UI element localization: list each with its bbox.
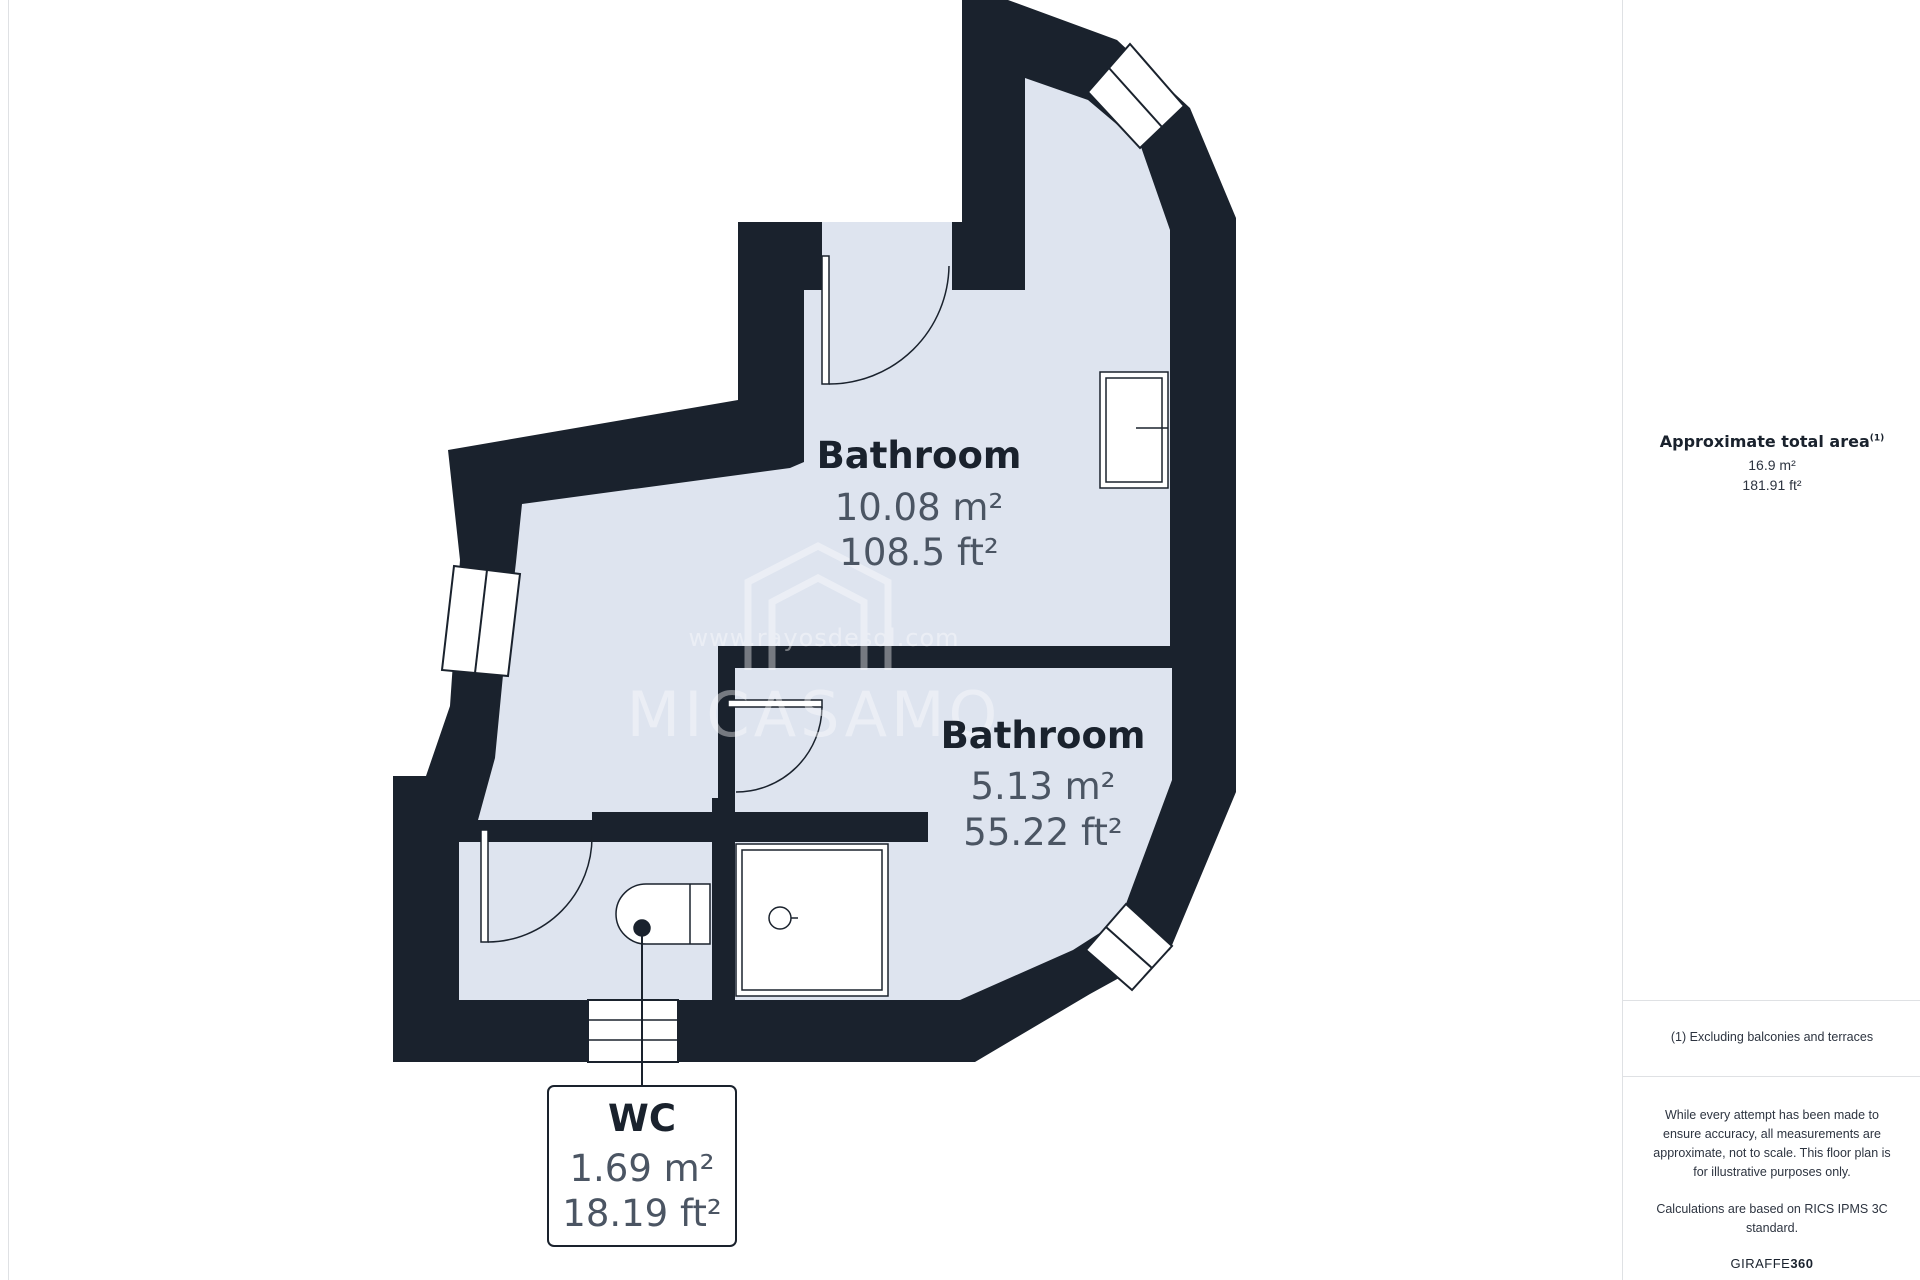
total-area-m2: 16.9 m² — [1748, 457, 1796, 473]
label-bathroom-small: Bathroom 5.13 m² 55.22 ft² — [941, 714, 1146, 854]
wall-bathroom-divider — [718, 646, 1172, 668]
watermark: www.rayosdesol.com MICASAMO — [627, 542, 1002, 751]
floor-wc — [459, 842, 712, 1000]
svg-text:1.69 m²: 1.69 m² — [569, 1147, 714, 1190]
svg-text:Bathroom: Bathroom — [941, 714, 1146, 757]
watermark-house-icon — [744, 542, 892, 670]
window-top-right — [1086, 42, 1186, 150]
floor-bathroom-large — [478, 78, 1170, 820]
total-area-block: Approximate total area(1) 16.9 m² 181.91… — [1623, 432, 1920, 493]
left-frame-line — [8, 0, 9, 1280]
door-small-bathroom — [727, 699, 823, 793]
svg-text:18.19 ft²: 18.19 ft² — [562, 1192, 721, 1235]
wall-wc-right — [712, 798, 735, 1000]
shower-tray — [735, 843, 889, 997]
svg-text:WC: WC — [608, 1097, 676, 1140]
svg-text:55.22 ft²: 55.22 ft² — [963, 811, 1122, 854]
total-area-footnote-mark: (1) — [1869, 433, 1885, 444]
svg-text:10.08 m²: 10.08 m² — [835, 486, 1004, 529]
watermark-brand: MICASAMO — [627, 678, 1002, 751]
floor-plan: www.rayosdesol.com MICASAMO Bathroom 10.… — [393, 0, 1236, 1247]
sink-fixture — [1099, 371, 1169, 489]
panel-divider-1 — [1623, 1000, 1920, 1001]
disclaimer-text: While every attempt has been made to ens… — [1653, 1108, 1891, 1179]
wc-callout-box — [547, 1085, 737, 1247]
door-wc — [480, 829, 593, 943]
label-wc: WC 1.69 m² 18.19 ft² — [562, 1097, 721, 1235]
window-bottom-right — [1084, 902, 1174, 992]
disclaimer: While every attempt has been made to ens… — [1647, 1106, 1897, 1256]
watermark-url: www.rayosdesol.com — [688, 624, 959, 652]
label-bathroom-large: Bathroom 10.08 m² 108.5 ft² — [817, 434, 1022, 574]
window-wc — [587, 999, 679, 1063]
svg-text:5.13 m²: 5.13 m² — [970, 765, 1115, 808]
total-area-ft2: 181.91 ft² — [1742, 477, 1802, 493]
panel-divider-2 — [1623, 1076, 1920, 1077]
footnote-text: (1) Excluding balconies and terraces — [1670, 1030, 1874, 1044]
svg-text:108.5 ft²: 108.5 ft² — [839, 531, 998, 574]
toilet-fixture — [615, 883, 711, 945]
total-area-title: Approximate total area(1) — [1659, 432, 1885, 451]
calculation-note: Calculations are based on RICS IPMS 3C s… — [1656, 1202, 1888, 1235]
wall-stub-divider — [718, 646, 735, 682]
svg-text:Bathroom: Bathroom — [817, 434, 1022, 477]
brand-logo: GIRAFFE360 — [1730, 1256, 1814, 1271]
door-top — [821, 255, 950, 385]
window-left — [440, 564, 522, 678]
wall-wc-top — [592, 820, 928, 842]
summary-panel: Approximate total area(1) 16.9 m² 181.91… — [1622, 0, 1920, 1280]
